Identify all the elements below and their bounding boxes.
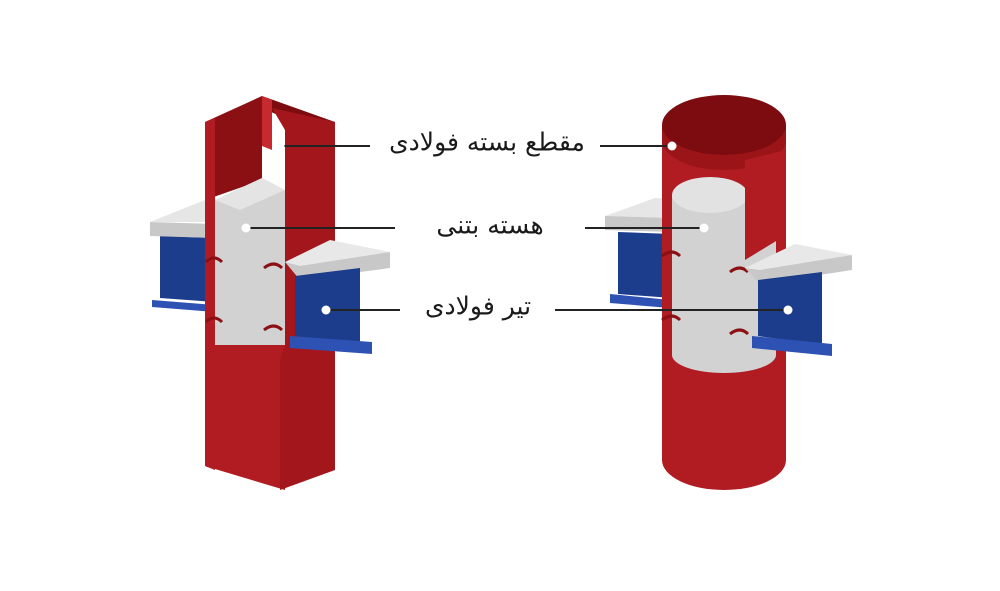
label-concrete-core: هسته بتنی [436, 210, 544, 240]
leader-markers [241, 141, 793, 315]
marker-concrete-left [241, 223, 251, 233]
shear-studs-left [204, 256, 284, 332]
square-column [150, 96, 390, 490]
square-tube-front-lower [205, 345, 285, 490]
label-steel-shell: مقطع بسته فولادی [389, 127, 585, 157]
square-tube-back-wall [205, 96, 262, 200]
square-concrete-core [215, 178, 285, 345]
marker-concrete-right [699, 223, 709, 233]
marker-beam-left [321, 305, 331, 315]
shear-studs-right [661, 250, 750, 336]
circular-tube-opening [662, 95, 786, 155]
circular-column [605, 95, 852, 490]
marker-beam-right [783, 305, 793, 315]
label-steel-beam: تیر فولادی [424, 291, 532, 321]
circular-right-beam-front [745, 244, 852, 356]
right-beam-front [285, 240, 390, 354]
marker-steel-shell-left [275, 141, 285, 151]
circular-concrete-core [672, 177, 776, 373]
leader-lines [246, 145, 788, 311]
marker-steel-shell-right [667, 141, 677, 151]
